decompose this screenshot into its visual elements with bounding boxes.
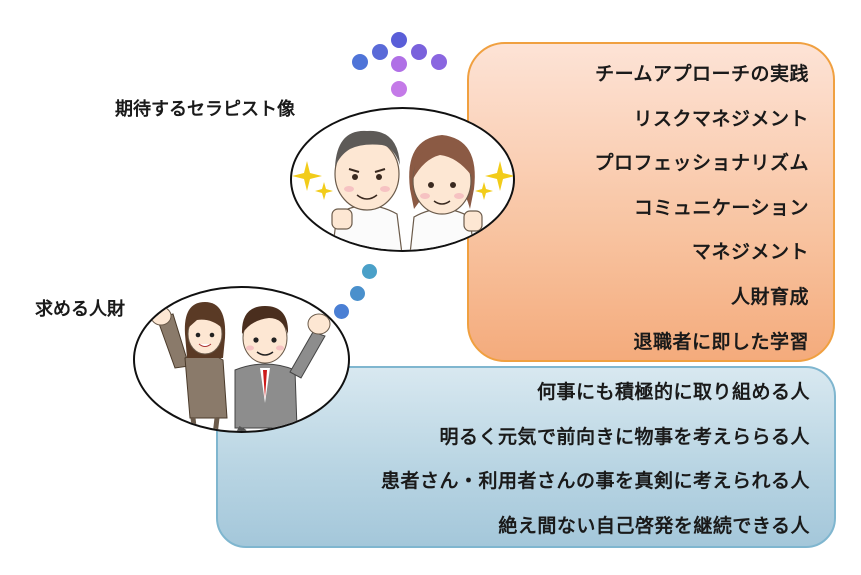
therapist-illustration xyxy=(290,107,515,252)
therapist-qualities-box: チームアプローチの実践 リスクマネジメント プロフェッショナリズム コミュニケー… xyxy=(467,42,835,362)
therapist-quality-item: リスクマネジメント xyxy=(633,107,809,130)
desired-talent-item: 患者さん・利用者さんの事を真剣に考えられる人 xyxy=(380,470,810,492)
therapist-quality-item: プロフェッショナリズム xyxy=(594,152,809,175)
therapist-quality-item: マネジメント xyxy=(691,241,809,264)
desired-talent-item: 絶え間ない自己啓発を継続できる人 xyxy=(498,514,810,537)
therapist-quality-item: 退職者に即した学習 xyxy=(633,330,809,353)
talent-label: 求める人財 xyxy=(35,299,125,320)
therapist-quality-item: 人財育成 xyxy=(730,285,809,308)
desired-talent-list: 何事にも積極的に取り組める人 明るく元気で前向きに物事を考えららる人 患者さん・… xyxy=(381,370,810,548)
therapists-image-icon xyxy=(292,130,513,250)
therapist-quality-item: コミュニケーション xyxy=(633,196,809,219)
therapist-label: 期待するセラピスト像 xyxy=(115,99,295,120)
talent-illustration xyxy=(133,286,350,433)
desired-talent-item: 何事にも積極的に取り組める人 xyxy=(536,381,810,403)
therapist-qualities-list: チームアプローチの実践 リスクマネジメント プロフェッショナリズム コミュニケー… xyxy=(594,52,809,364)
desired-talent-item: 明るく元気で前向きに物事を考えららる人 xyxy=(439,425,810,448)
business-people-image-icon xyxy=(150,302,331,431)
therapist-quality-item: チームアプローチの実践 xyxy=(595,63,809,85)
